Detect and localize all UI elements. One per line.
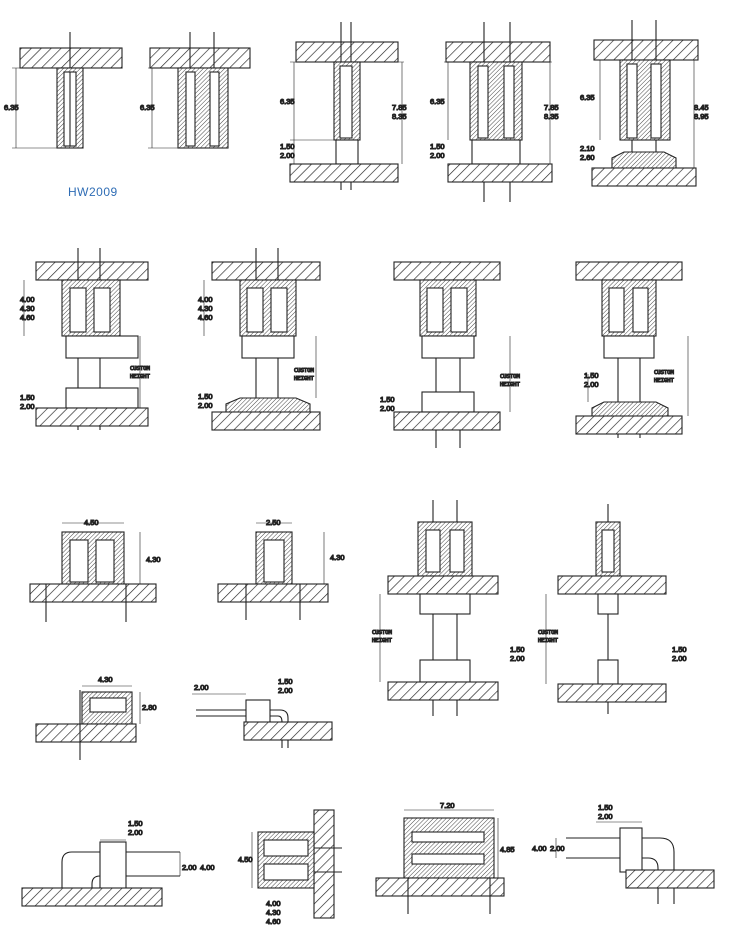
- dim-1.50: 1.50: [672, 645, 687, 654]
- dim-4.30: 4.30: [146, 555, 161, 564]
- dim-4.00: 4.00: [266, 899, 281, 908]
- custom-label: CUSTOM: [538, 630, 559, 636]
- dim-2.10: 2.10: [580, 144, 595, 153]
- dim-2.00: 2.00: [584, 380, 599, 389]
- dim-1.50: 1.50: [280, 142, 295, 151]
- dim-4.60: 4.60: [20, 313, 35, 322]
- figure-5: 6.35 8.45 8.95 2.10 2.60: [579, 20, 709, 187]
- dim-1.50: 1.50: [20, 393, 35, 402]
- dim-4.30: 4.30: [20, 304, 35, 313]
- dim-1.50: 1.50: [128, 819, 143, 828]
- dim-2.80: 2.80: [142, 703, 157, 712]
- custom-label: CUSTOM: [130, 366, 151, 372]
- dim-2.00: 2.00: [550, 844, 565, 853]
- dim-8.35: 8.35: [392, 112, 407, 121]
- figure-6: 4.00 4.30 4.60 CUSTOM HEIGHT 1.50 2.00: [19, 248, 151, 430]
- figure-8: CUSTOM HEIGHT 1.50 2.00: [379, 261, 521, 448]
- custom-label: CUSTOM: [372, 630, 393, 636]
- dim-6.35: 6.35: [430, 97, 445, 106]
- figure-3: 6.35 7.85 8.35 1.50 2.00: [279, 22, 407, 190]
- dim-2.00: 2.00: [198, 401, 213, 410]
- dim-2.00: 2.00: [510, 654, 525, 663]
- dim-6.35: 6.35: [140, 103, 155, 112]
- dim-2.00: 2.00: [598, 812, 613, 821]
- dim-4.30: 4.30: [330, 553, 345, 562]
- figure-7: 4.00 4.30 4.60 CUSTOM HEIGHT 1.50 2.00: [197, 248, 321, 431]
- dim-2.60: 2.60: [580, 153, 595, 162]
- dim-4.00: 4.00: [532, 844, 547, 853]
- height-label: HEIGHT: [294, 376, 315, 382]
- custom-label: CUSTOM: [500, 374, 521, 380]
- figure-17: 4.50 4.00 4.30 4.60: [237, 809, 342, 927]
- dim-4.60: 4.60: [198, 313, 213, 322]
- dim-1.50: 1.50: [430, 142, 445, 151]
- dim-1.50: 1.50: [510, 645, 525, 654]
- dim-7.85: 7.85: [544, 103, 559, 112]
- dim-8.45: 8.45: [694, 103, 709, 112]
- dim-4.00: 4.00: [200, 863, 215, 872]
- height-label: HEIGHT: [500, 382, 521, 388]
- dim-2.00: 2.00: [672, 654, 687, 663]
- dim-1.50: 1.50: [598, 803, 613, 812]
- dim-2.00: 2.00: [430, 151, 445, 160]
- dim-4.00: 4.00: [198, 295, 213, 304]
- dim-2.50: 2.50: [266, 518, 281, 527]
- height-label: HEIGHT: [372, 638, 393, 644]
- series-label: HW2009: [68, 185, 118, 199]
- figure-16: 1.50 2.00 2.00 4.00: [21, 818, 215, 907]
- figure-9: 1.50 2.00 CUSTOM HEIGHT: [575, 261, 689, 438]
- height-label: HEIGHT: [538, 638, 559, 644]
- dim-4.30: 4.30: [98, 675, 113, 684]
- dim-4.00: 4.00: [20, 295, 35, 304]
- dim-8.35: 8.35: [544, 112, 559, 121]
- custom-label: CUSTOM: [294, 368, 315, 374]
- dim-4.60: 4.60: [266, 917, 281, 926]
- dim-4.50: 4.50: [238, 855, 253, 864]
- dim-6.35: 6.35: [4, 103, 19, 112]
- figure-19: 1.50 2.00 4.00 2.00: [531, 802, 715, 904]
- dim-4.85: 4.85: [500, 845, 515, 854]
- custom-label: CUSTOM: [654, 370, 675, 376]
- height-label: HEIGHT: [654, 378, 675, 384]
- figure-14: 4.30 2.80: [35, 674, 157, 760]
- dim-1.50: 1.50: [198, 392, 213, 401]
- dim-8.95: 8.95: [694, 112, 709, 121]
- height-label: HEIGHT: [130, 374, 151, 380]
- dim-6.35: 6.35: [580, 93, 595, 102]
- dim-4.30: 4.30: [198, 304, 213, 313]
- dim-1.50: 1.50: [380, 395, 395, 404]
- dim-2.00: 2.00: [380, 404, 395, 413]
- figure-10: 4.50 4.30: [29, 517, 161, 622]
- dim-4.30: 4.30: [266, 908, 281, 917]
- dim-2.00: 2.00: [278, 686, 293, 695]
- dim-6.35: 6.35: [280, 97, 295, 106]
- dim-2.00: 2.00: [194, 683, 209, 692]
- figure-13: CUSTOM HEIGHT 1.50 2.00: [537, 504, 687, 714]
- figure-11: 2.50 4.30: [217, 517, 345, 620]
- dim-2.00: 2.00: [128, 828, 143, 837]
- dim-2.00: 2.00: [20, 402, 35, 411]
- figure-15: 2.00 1.50 2.00: [192, 676, 333, 748]
- figure-1: 6.35: [3, 32, 123, 149]
- dim-4.50: 4.50: [84, 518, 99, 527]
- figure-2: 6.35: [139, 32, 251, 149]
- figure-18: 7.20 4.85: [375, 800, 515, 914]
- dim-1.50: 1.50: [278, 677, 293, 686]
- dim-7.85: 7.85: [392, 103, 407, 112]
- dim-7.20: 7.20: [440, 801, 455, 810]
- figure-12: CUSTOM HEIGHT 1.50 2.00: [371, 500, 525, 716]
- dim-2.00: 2.00: [280, 151, 295, 160]
- dim-1.50: 1.50: [584, 371, 599, 380]
- dim-2.00: 2.00: [182, 863, 197, 872]
- figure-4: 6.35 7.85 8.35 1.50 2.00: [429, 22, 559, 202]
